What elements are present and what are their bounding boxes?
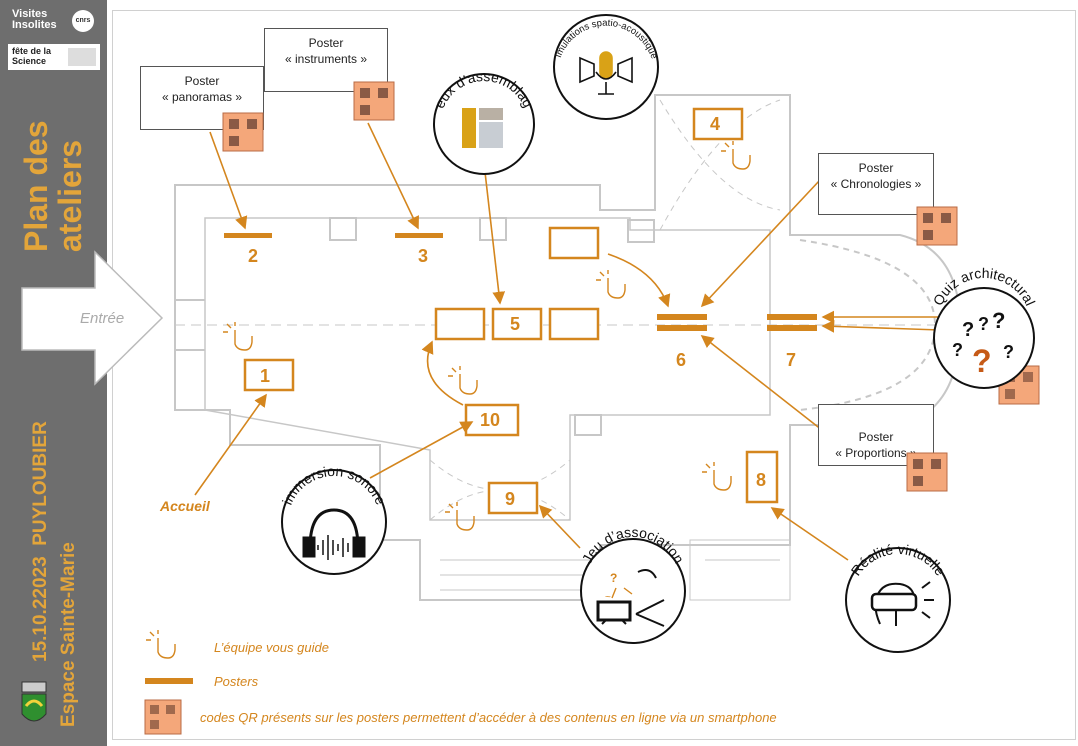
svg-text:?: ?	[978, 314, 989, 334]
poster-panoramas-line2: « panoramas »	[161, 90, 243, 104]
legend-poster-bar	[145, 678, 193, 684]
guide-hand-icon	[448, 366, 478, 395]
svg-text:?: ?	[1003, 342, 1014, 362]
station-1-box	[243, 358, 295, 392]
ministry-logo	[68, 48, 96, 66]
station-9-box	[487, 481, 539, 515]
station-3-number: 3	[418, 246, 429, 266]
station-4-box	[692, 107, 744, 141]
poster-bar-3	[395, 233, 443, 238]
guide-hand-icon	[445, 502, 475, 531]
circle-quiz	[933, 287, 1035, 389]
guide-hand-icon	[702, 462, 732, 491]
question-marks-icon: ? ? ? ? ? ?	[952, 308, 1014, 379]
fete-de-la-science-logo: fête de la Science	[8, 44, 100, 70]
poster-bar-6-top	[657, 314, 707, 320]
station-10-number: 10	[480, 410, 501, 430]
station-4-number: 4	[710, 114, 721, 134]
guide-hand-icon	[223, 322, 253, 351]
station-9-number: 9	[505, 489, 516, 509]
poster-chronologies-line1: Poster	[858, 161, 894, 175]
poster-bar-2	[224, 233, 272, 238]
station-5-box-top	[548, 226, 600, 260]
legend-guide-icon	[146, 630, 176, 659]
guide-hand-icon	[596, 270, 626, 299]
station-5-box-left	[434, 307, 486, 341]
station-5-number: 5	[510, 314, 521, 334]
poster-instruments-line2: « instruments »	[284, 52, 368, 66]
poster-bar-6-bottom	[657, 325, 707, 331]
svg-text:?: ?	[972, 343, 992, 379]
svg-text:~: ~	[605, 592, 611, 603]
sidebar: Visites Insolites cnrs fête de la Scienc…	[0, 0, 107, 746]
plan-frame	[112, 10, 1076, 740]
association-icon: ? ~	[596, 569, 665, 627]
station-6-number: 6	[676, 350, 687, 370]
legend-guide-text: L’équipe vous guide	[214, 640, 329, 655]
guide-hands	[146, 141, 751, 659]
station-8-number: 8	[756, 470, 767, 490]
town-crest-icon	[21, 681, 47, 722]
poster-panoramas-line1: Poster	[184, 74, 220, 88]
station-1-number: 1	[260, 366, 271, 386]
visites-insolites-text: Visites Insolites	[12, 8, 57, 31]
accueil-label: Accueil	[160, 498, 210, 514]
entrance-arrow	[21, 250, 164, 386]
vr-headset-icon	[870, 581, 934, 626]
poster-bar-7-bottom	[767, 325, 817, 331]
station-5-box-right	[548, 307, 600, 341]
svg-text:?: ?	[992, 308, 1005, 333]
svg-text:?: ?	[952, 340, 963, 360]
station-10-box	[464, 403, 520, 437]
cnrs-logo: cnrs	[72, 10, 94, 32]
poster-chronologies-line2: « Chronologies »	[830, 177, 922, 191]
svg-text:?: ?	[962, 319, 974, 341]
guide-hand-icon	[721, 141, 751, 170]
legend-posters-text: Posters	[214, 674, 259, 689]
station-2-number: 2	[248, 246, 259, 266]
poster-chronologies: Poster « Chronologies »	[818, 153, 934, 215]
circle-association	[580, 538, 686, 644]
headphones-icon	[302, 508, 366, 560]
station-7-number: 7	[786, 350, 797, 370]
poster-instruments-line1: Poster	[308, 36, 344, 50]
svg-text:?: ?	[610, 571, 617, 585]
poster-proportions-line2: « Proportions »	[835, 446, 917, 460]
station-5-box	[491, 307, 543, 341]
visites-insolites-logo: Visites Insolites cnrs	[10, 6, 100, 40]
legend-qr-text: codes QR présents sur les posters permet…	[200, 710, 777, 725]
poster-instruments: Poster « instruments »	[264, 28, 388, 92]
poster-bar-7-top	[767, 314, 817, 320]
microphone-icon	[579, 51, 633, 95]
station-8-box	[745, 450, 779, 504]
fete-text: fête de la Science	[12, 46, 52, 66]
entrance-label: Entrée	[80, 310, 125, 327]
assemblage-pieces-icon	[462, 108, 503, 148]
poster-panoramas: Poster « panoramas »	[140, 66, 264, 130]
poster-proportions: Poster « Proportions »	[818, 404, 934, 466]
poster-proportions-line1: Poster	[858, 430, 894, 444]
